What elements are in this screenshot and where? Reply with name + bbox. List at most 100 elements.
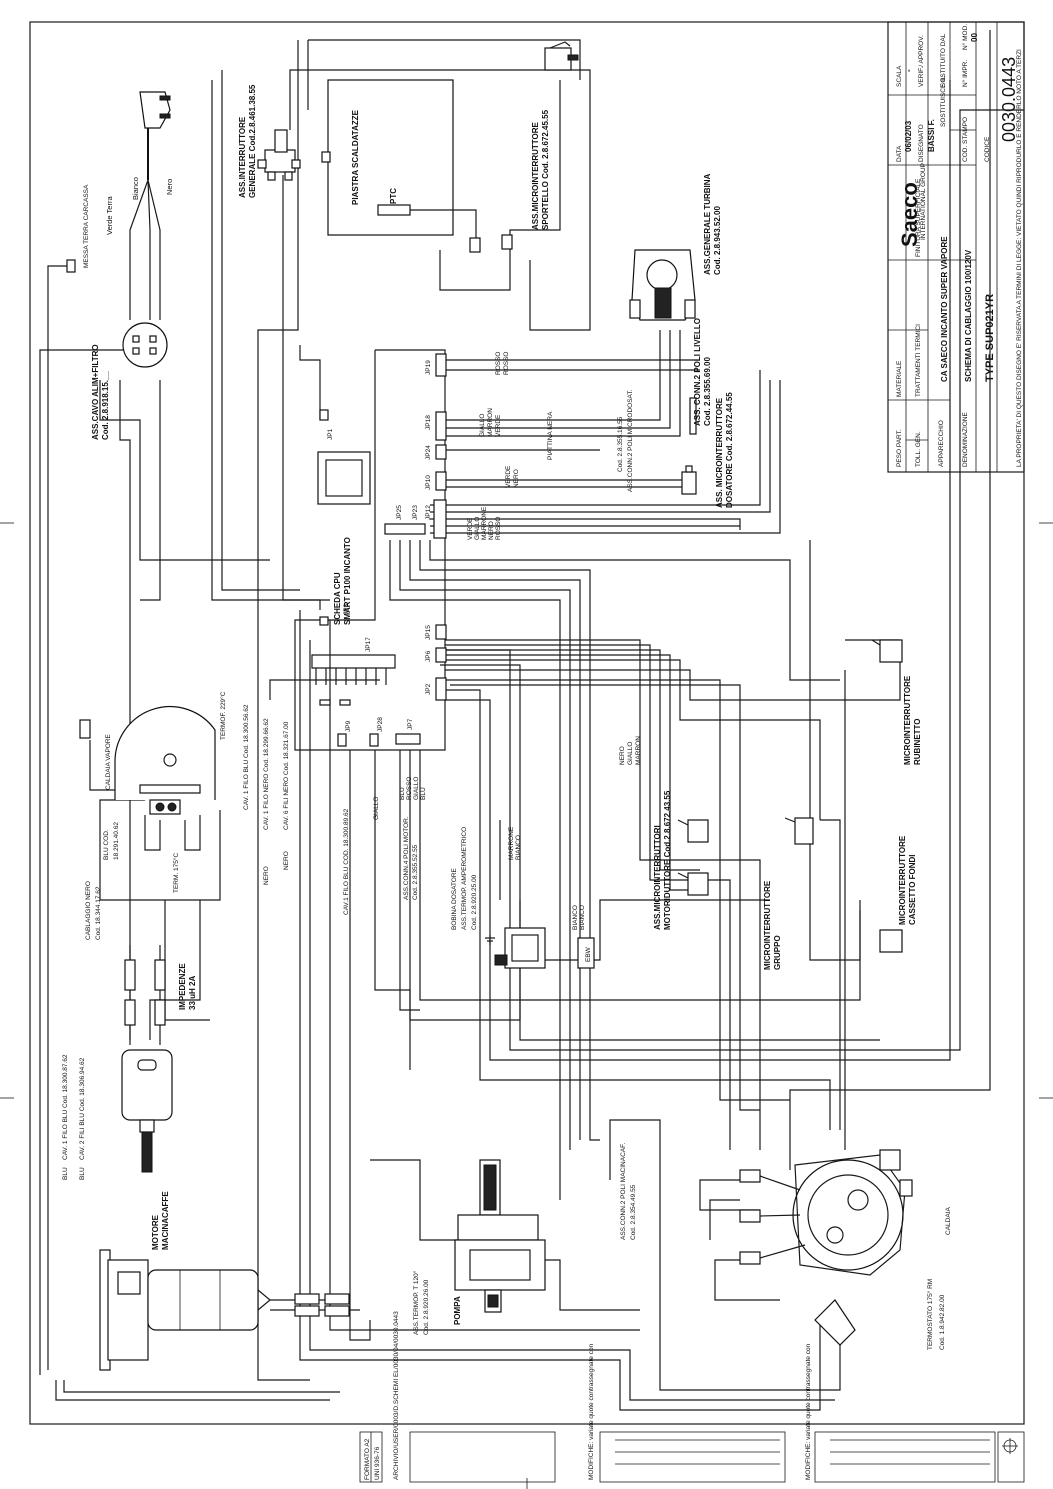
- bianco-label: Bianco: [131, 177, 140, 200]
- label-verif: VERIF./ APPROV.: [918, 35, 925, 87]
- earth-connector: [66, 259, 76, 273]
- main-boiler: [739, 1149, 913, 1346]
- label-apparecchio: APPARECCHIO: [938, 420, 945, 467]
- micro-dosatore-label: ASS. MICROINTERRUTTORE: [715, 397, 724, 508]
- macinacaffe-label: MACINACAFFE: [161, 1191, 170, 1250]
- jp24-label: JP24: [425, 445, 432, 460]
- grinder-motor: [99, 1249, 271, 1371]
- steam-boiler: [79, 706, 216, 851]
- ass-termop-label: ASS.TERMOP. AMPEROMETRICO: [461, 827, 468, 930]
- drawer-microswitch: [879, 929, 903, 953]
- jp19-label: JP19: [425, 360, 432, 375]
- cav6-nero-label: CAV. 6 FILI NERO Cod. 18.321.67.00: [283, 721, 290, 830]
- saeco-logo: Saeco: [897, 182, 922, 247]
- termostato-label: TERMOSTATO 175° RM: [926, 1279, 934, 1350]
- conn2-macinacaf-cod: Cod. 2.8.354.49.55: [630, 1184, 637, 1240]
- jp15-label: JP15: [425, 625, 432, 640]
- rosso-2: ROSSO: [503, 352, 510, 375]
- piastra-label: PIASTRA SCALDATAZZE: [351, 109, 360, 205]
- modifiche-2: MODIFICHE: variate quote contrassegnate …: [805, 1343, 812, 1480]
- rosso-jp7: ROSSO: [406, 777, 413, 800]
- ass-termop-120-label: ASS.TERMOP. T 120°: [412, 1270, 420, 1335]
- cav1-blu-label: CAV. 1 FILO BLU Cod. 18.300.56.62: [243, 704, 250, 810]
- pump: [454, 1159, 546, 1313]
- nero-label: Nero: [165, 179, 174, 195]
- bobina-label: BOBINA DOSATORE: [451, 867, 458, 930]
- verde-terra-label: Verde Terra: [105, 196, 114, 235]
- level-connector: [689, 397, 697, 435]
- jp3-label: JP3: [343, 603, 350, 615]
- micro-cassetto-sub: CASSETTO FONDI: [908, 854, 917, 925]
- label-disegnato: DISEGNATO: [918, 124, 925, 162]
- caldaia-label: CALDAIA: [945, 1207, 952, 1235]
- term-175-label: TERM. 175°C: [172, 853, 180, 893]
- label-materiale: MATERIALE: [896, 360, 903, 397]
- doser-coil: [485, 927, 546, 969]
- messa-terra-label: MESSA TERRA CARCASSA: [83, 184, 90, 268]
- wires: [39, 30, 1024, 1411]
- modifiche-1: MODIFICHE: variate quote contrassegnate …: [588, 1343, 595, 1480]
- jp17-label: JP17: [365, 637, 372, 652]
- giallo-jp7: GIALLO: [413, 777, 420, 800]
- group-microswitch: [784, 817, 814, 845]
- jp18-label: JP18: [425, 415, 432, 430]
- conn-microdosat-cod: Cod. 2.8.355.16.55: [617, 416, 624, 472]
- cav1-blu2-label: CAV.1 FILO BLU COD. 18.300.89.62: [343, 808, 350, 915]
- date-value: 06/02/03: [904, 120, 913, 152]
- giallo-jp28: GIALLO: [373, 797, 380, 820]
- doser-microswitch: [681, 465, 697, 495]
- denominazione-value: SCHEMA DI CABLAGGIO 100/120V: [964, 249, 973, 382]
- ass-conn4-label: ASS.CONN.4 POLI MOTOR.: [403, 816, 410, 900]
- cav1-nero-label: CAV. 1 FILO NERO Cod. 18.299.66.62: [263, 718, 270, 830]
- conn2-macinacaf-label: ASS.CONN.2 POLI MACINACAF.: [620, 1143, 627, 1240]
- label-n-impr: N° IMPR.: [961, 60, 969, 87]
- cablaggio-nero-cod: Cod. 18.344.17.62: [95, 886, 102, 940]
- bianco-bobina: BIANCO: [515, 835, 522, 860]
- ass-termop-120-cod: Cod. 2.8.920.26.00: [423, 1279, 430, 1335]
- marron-jp18: MARRON: [487, 408, 494, 437]
- rosso-1: ROSSO: [495, 352, 502, 375]
- jp9-label: JP9: [345, 720, 352, 732]
- label-finitura: FINITURA SUPERFICIALE: [915, 178, 922, 257]
- giallo-jp18: GIALLO: [479, 414, 486, 437]
- marron-jp2: MARRON: [635, 736, 642, 765]
- impedances: [124, 945, 166, 1045]
- n-mod-value: 00: [970, 33, 979, 42]
- micro-gruppo-sub: GRUPPO: [773, 935, 782, 970]
- label-scala: SCALA: [896, 65, 903, 87]
- door-microswitch: [544, 41, 579, 71]
- nero-jp2: NERO: [619, 746, 626, 765]
- label-sostituito: SOSTITUITO DAL: [940, 33, 947, 87]
- turbina-cod: Cod. 2.8.943.52.00: [713, 206, 722, 275]
- grinder-connectors: [294, 1293, 350, 1317]
- uni-label: UNI 936-76: [374, 1446, 381, 1480]
- micro-dosatore-cod: DOSATORE Cod. 2.8.672.44.55: [725, 392, 734, 508]
- label-peso: PESO PART.: [896, 429, 903, 467]
- jp10-label: JP10: [425, 475, 432, 490]
- filter-connector: [122, 322, 168, 368]
- blu-a: BLU: [62, 1167, 69, 1180]
- nero-jp12: NERO: [488, 521, 495, 540]
- marrone-bobina: MARRONE: [508, 826, 515, 860]
- codice-value: 0030.0443: [999, 57, 1019, 142]
- micro-rubinetto-label: MICROINTERRUTTORE: [903, 675, 912, 765]
- interruttore-label: ASS.INTERRUTTORE: [238, 116, 247, 198]
- label-denominazione: DENOMINAZIONE: [962, 411, 969, 467]
- cup-warmer-plate: [321, 79, 513, 253]
- marrone-jp12: MARRONE: [481, 506, 488, 540]
- verde-jp10: VERDE: [505, 465, 512, 488]
- blu-jp7-b: BLU: [420, 787, 427, 800]
- verde-jp12: VERDE: [467, 517, 474, 540]
- jp1-label: JP1: [327, 428, 334, 440]
- nero-a: NERO: [263, 866, 270, 885]
- nero-jp10: NERO: [513, 469, 520, 488]
- small-motor: [121, 1049, 173, 1173]
- saeco-logo-sub: INTERNATIONAL GROUP: [920, 163, 927, 240]
- proprieta-notice: LA PROPRIETA' DI QUESTO DISEGNO E' RISER…: [1016, 49, 1023, 467]
- scheda-cpu-sub: SMART P100 INCANTO: [343, 537, 352, 625]
- jp28-label: JP28: [377, 717, 384, 732]
- title-block: PESO PART. TOLL. GEN. MATERIALE TRATTAME…: [887, 21, 1025, 473]
- giallo-jp2: GIALLO: [627, 742, 634, 765]
- verde-jp18: VERDE: [495, 414, 502, 437]
